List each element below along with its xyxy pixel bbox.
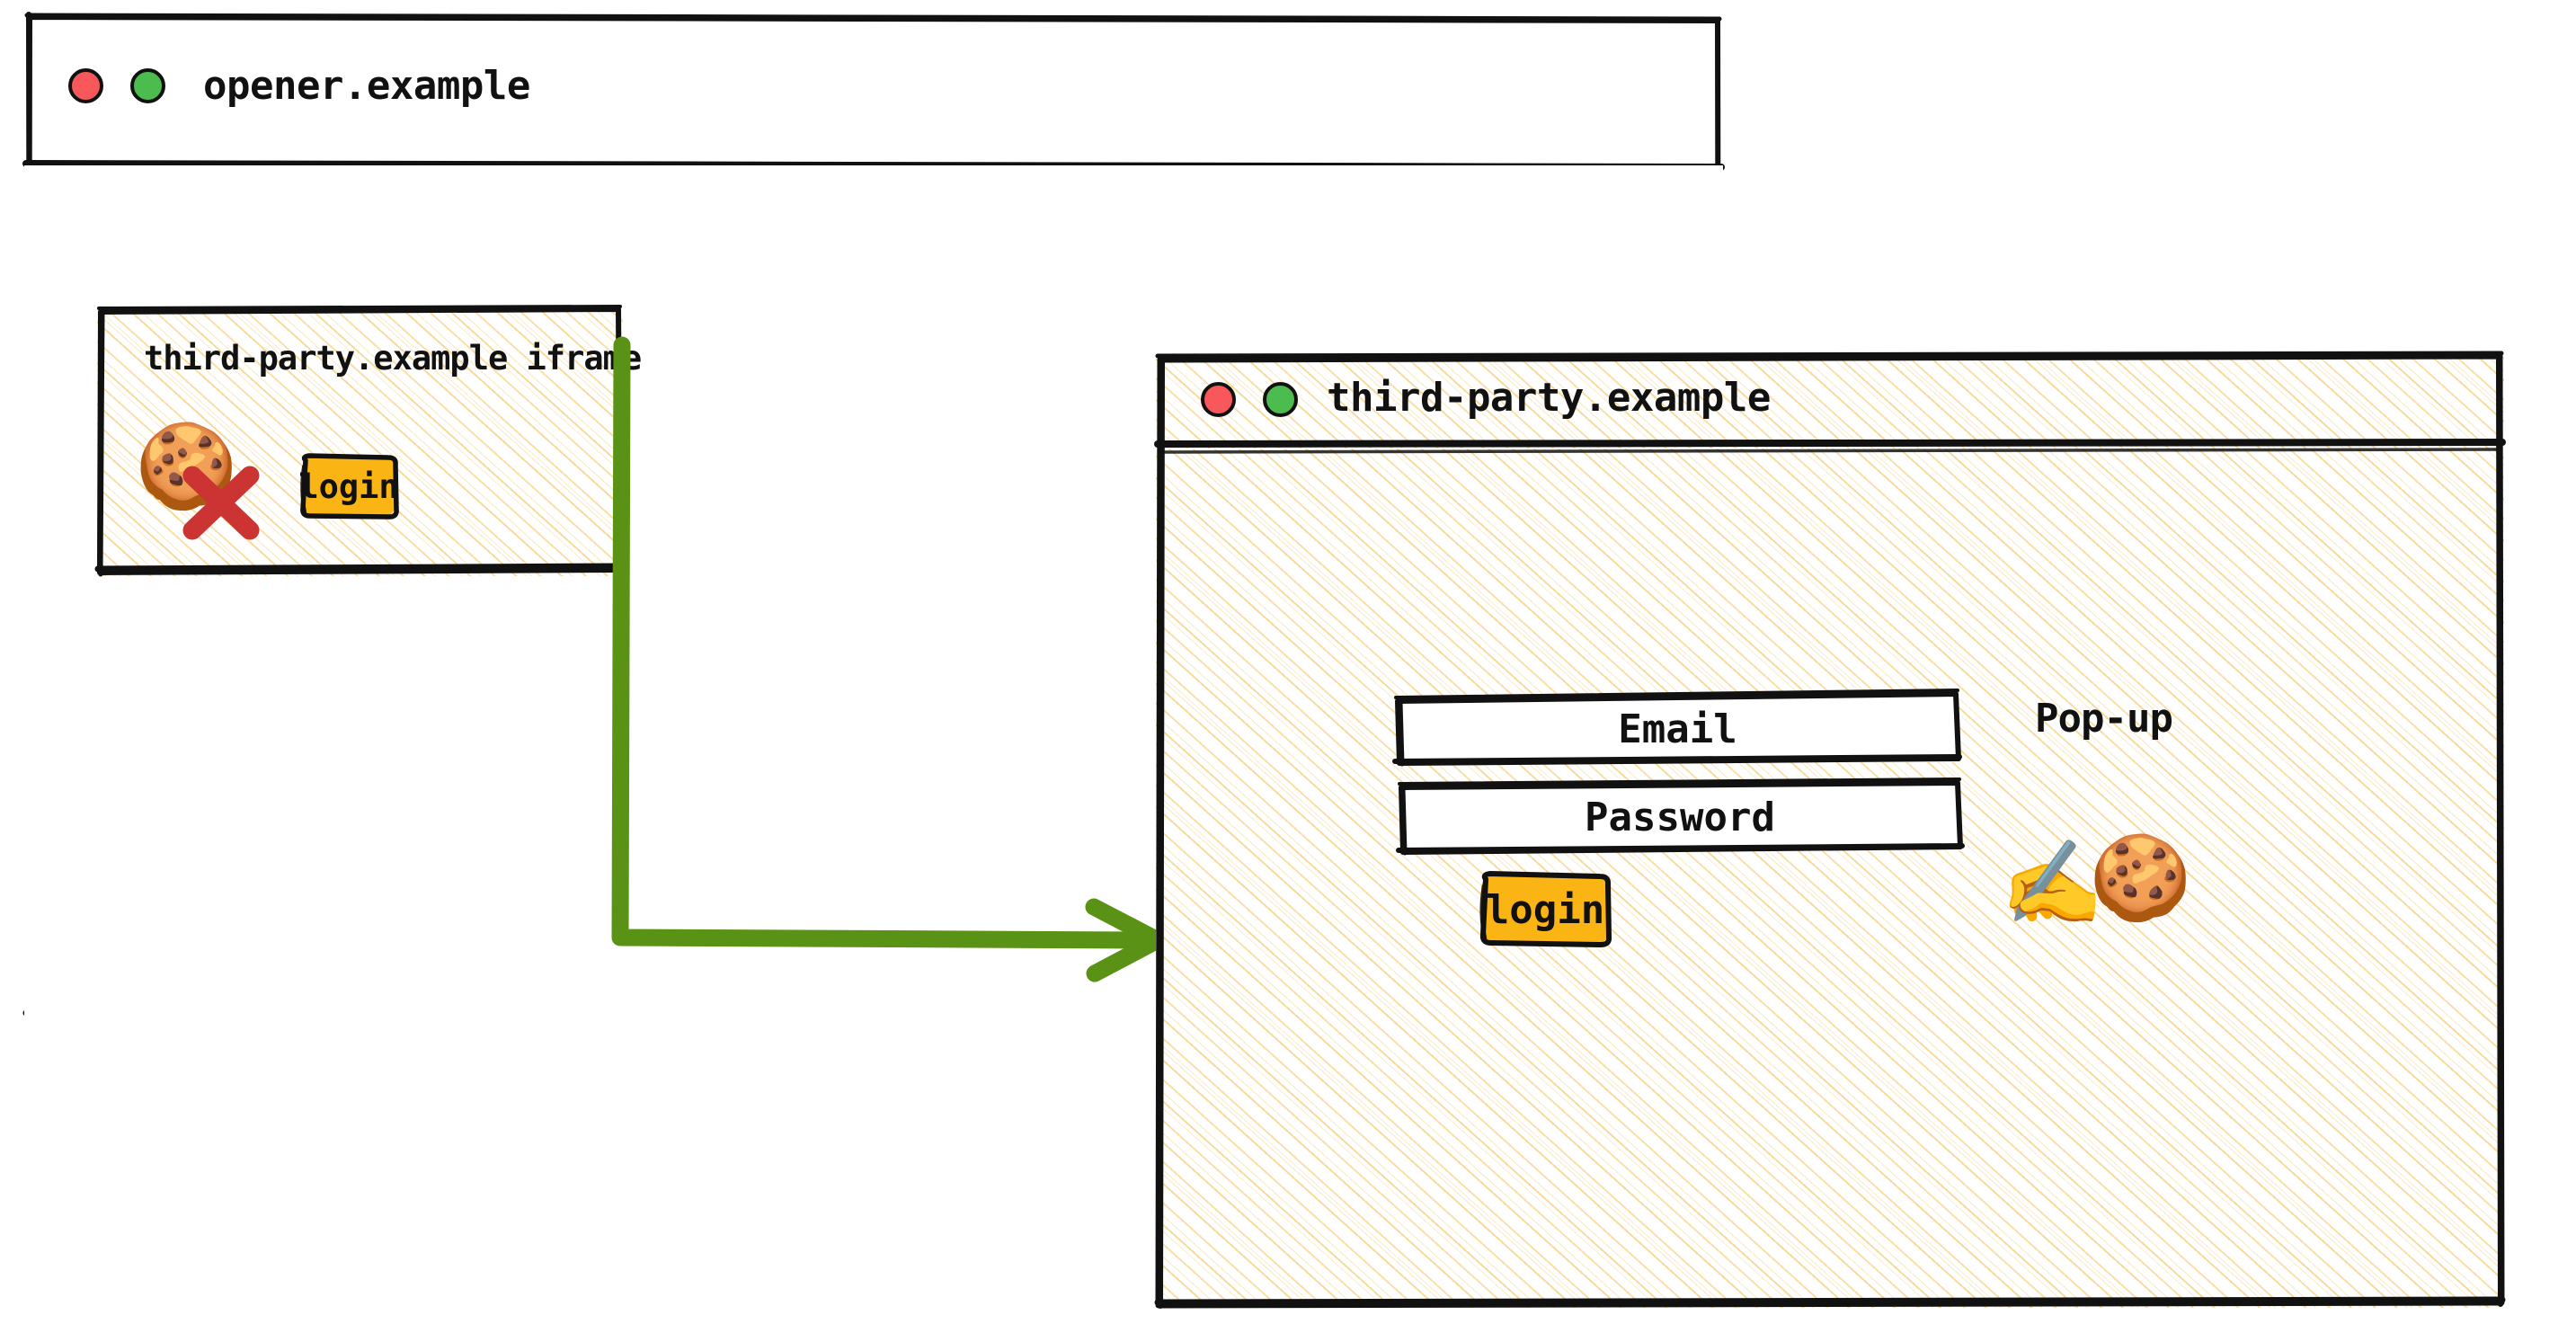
iframe-login-button[interactable]: login [298, 453, 399, 520]
third-party-iframe: third-party.example iframe 🍪 login [94, 305, 642, 577]
popup-window-controls[interactable] [1201, 382, 1298, 417]
cookie-emoji: 🍪 [2089, 830, 2192, 926]
close-icon[interactable] [1201, 382, 1236, 417]
close-icon[interactable] [68, 68, 103, 103]
iframe-title: third-party.example iframe [144, 339, 642, 378]
popup-annotation-label: Pop-up [2035, 696, 2173, 742]
opener-titlebar: opener.example [24, 13, 1723, 165]
opener-window-title: opener.example [203, 63, 530, 109]
popup-window: third-party.example Email [1154, 351, 2506, 1309]
maximize-icon[interactable] [130, 68, 165, 103]
email-field[interactable]: Email [1392, 689, 1962, 767]
opener-window-controls[interactable] [68, 68, 165, 103]
red-x-icon [182, 466, 260, 540]
iframe-login-button-label: login [298, 467, 399, 506]
iframe-login-button-border [300, 453, 399, 520]
email-field-label: Email [1618, 706, 1737, 752]
popup-login-button-label: login [1485, 886, 1605, 933]
maximize-icon[interactable] [1263, 382, 1298, 417]
popup-login-button[interactable]: login [1479, 871, 1612, 947]
popup-window-content: Email Password login Pop-up ✍️ [1156, 449, 2504, 1308]
popup-titlebar: third-party.example [1156, 353, 2504, 449]
password-field[interactable]: Password [1396, 778, 1965, 856]
popup-window-title: third-party.example [1327, 375, 1771, 421]
password-field-label: Password [1585, 794, 1775, 840]
